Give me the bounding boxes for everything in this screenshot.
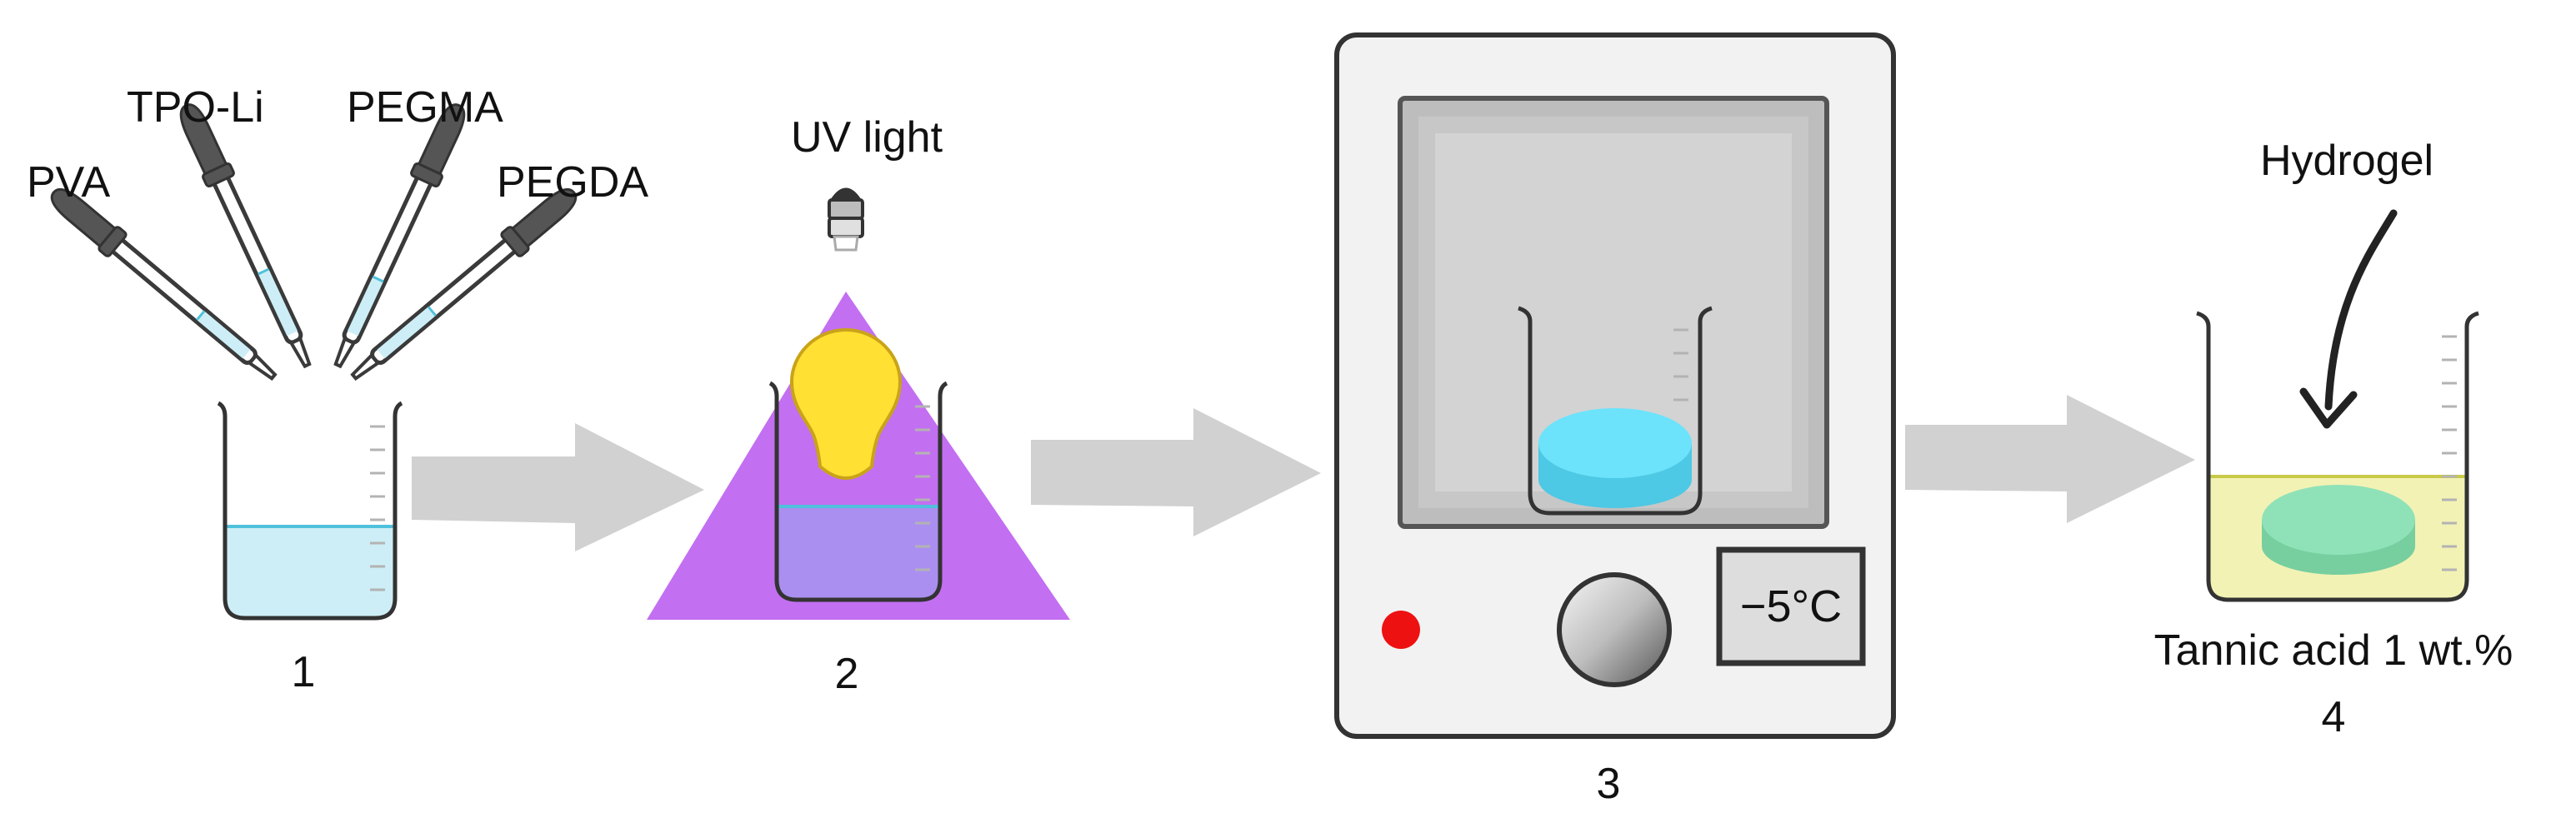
label-tannic-acid: Tannic acid 1 wt.% <box>2154 626 2513 675</box>
step-number-3: 3 <box>1597 760 1621 808</box>
step-2: UV light 2 <box>647 113 1070 698</box>
temperature-display <box>1716 546 1866 666</box>
beaker-icon <box>217 401 403 621</box>
hydrogel-disc <box>2262 485 2415 575</box>
label-pva: PVA <box>27 158 111 207</box>
step-3: −5°C 3 <box>1334 32 1896 808</box>
dropper-pegda <box>344 181 583 388</box>
dropper-tpo-li <box>173 99 321 372</box>
beaker-icon <box>2196 311 2479 602</box>
beaker-icon <box>768 381 948 602</box>
step-number-2: 2 <box>835 650 859 698</box>
label-pegma: PEGMA <box>347 83 503 132</box>
beaker-icon <box>1518 306 1713 516</box>
label-uv-light: UV light <box>791 113 943 162</box>
light-bulb-icon <box>789 187 903 481</box>
frozen-gel-disc <box>1538 408 1692 508</box>
curved-arrow-icon <box>2299 209 2398 429</box>
process-arrow-icon <box>412 423 704 551</box>
freezer-icon: −5°C <box>1334 32 1896 739</box>
step-number-4: 4 <box>2322 693 2346 741</box>
step-1: PVA TPO-Li PEGMA PEGDA 1 <box>27 83 648 696</box>
step-number-1: 1 <box>292 648 316 696</box>
label-pegda: PEGDA <box>497 158 648 207</box>
process-arrow-icon <box>1031 408 1321 536</box>
temperature-readout: −5°C <box>1740 581 1842 631</box>
power-led-icon <box>1382 611 1420 649</box>
label-tpo-li: TPO-Li <box>127 83 264 132</box>
dropper-pegma <box>324 99 473 372</box>
process-arrow-icon <box>1905 395 2195 523</box>
label-hydrogel: Hydrogel <box>2260 137 2433 185</box>
knob-icon[interactable] <box>1557 572 1672 687</box>
step-4: Hydrogel Tannic acid 1 wt.% 4 <box>2154 137 2513 741</box>
dropper-pva <box>44 181 283 388</box>
